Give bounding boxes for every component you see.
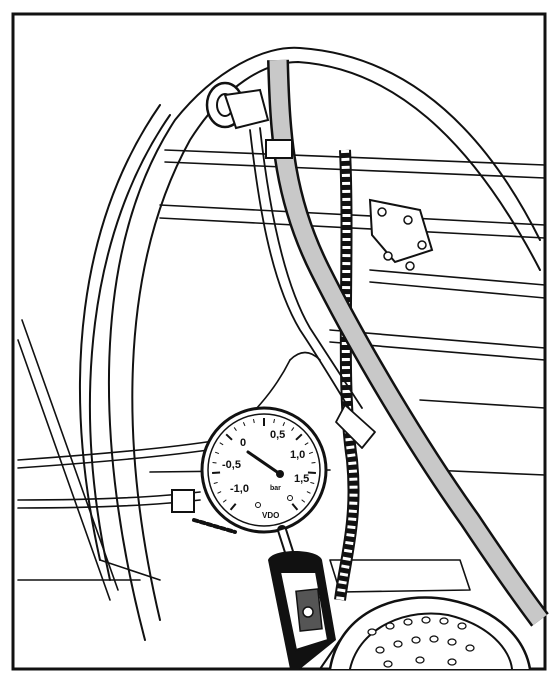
pulley-hole: [375, 646, 385, 654]
gauge-hose: [277, 525, 295, 560]
gauge-tick: [311, 461, 316, 464]
connector: [171, 489, 237, 534]
pliers-pivot: [302, 606, 314, 618]
gauge-needle: [246, 450, 282, 476]
gauge-label-minus-0-5: -0,5: [222, 459, 241, 471]
gauge-tick: [306, 491, 311, 494]
gauge-tick: [291, 503, 299, 511]
bracket-plate: [368, 198, 434, 271]
gauge-tick: [222, 499, 227, 503]
gauge-tick: [295, 433, 303, 441]
gauge-tick: [310, 481, 315, 484]
pulley-hole: [393, 640, 403, 648]
gauge-tick: [308, 451, 314, 455]
gauge-tick: [282, 422, 286, 427]
pulley-hole: [403, 618, 413, 626]
gauge-label-0-5: 0,5: [270, 429, 285, 441]
vacuum-port: [205, 81, 270, 130]
gauge-label-1-0: 1,0: [290, 449, 305, 461]
pulley-hole: [385, 622, 395, 630]
gauge-tick: [213, 481, 218, 484]
gauge-pivot: [276, 470, 284, 478]
gauge-tick: [291, 427, 295, 431]
pulley-hole: [383, 660, 393, 668]
left-frame-lines: [17, 319, 161, 601]
gauge-tick: [273, 418, 276, 424]
vacuum-gauge: 0,5 0 1,0 -0,5 1,5 -1,0 bar VDO: [200, 406, 328, 534]
pulley-hole: [439, 617, 449, 625]
gauge-label-minus-1-0: -1,0: [230, 483, 249, 495]
gauge-tick: [214, 451, 220, 455]
pulley-hole: [457, 622, 467, 630]
hose-clamp-pliers: [268, 551, 341, 670]
pulley: [328, 596, 532, 670]
gauge-tick: [217, 491, 222, 494]
main-hose: [265, 59, 549, 627]
gauge-tick: [212, 461, 217, 464]
pulley-hole: [421, 616, 431, 624]
pulley-hole: [367, 628, 377, 636]
pulley-holes: [367, 616, 475, 668]
pulley-hole: [411, 636, 421, 644]
gauge-tick: [219, 442, 224, 446]
gauge-ticks: [212, 418, 316, 511]
gauge-tick: [252, 418, 255, 424]
pulley-hole: [447, 638, 457, 646]
pulley-hole: [429, 635, 439, 643]
gauge-brand: VDO: [262, 511, 279, 520]
gauge-tick: [301, 499, 306, 503]
gauge-unit: bar: [270, 485, 281, 492]
pulley-hole: [447, 658, 457, 666]
gauge-screw: [255, 502, 261, 508]
gauge-tick: [229, 503, 237, 511]
gauge-tick: [242, 422, 246, 427]
gauge-label-0: 0: [240, 437, 246, 449]
gauge-labels: 0,5 0 1,0 -0,5 1,5 -1,0 bar VDO: [222, 429, 309, 520]
gauge-tick: [225, 433, 233, 441]
gauge-label-1-5: 1,5: [294, 473, 309, 485]
pulley-hole: [415, 656, 425, 664]
test-hose: [249, 127, 376, 449]
gauge-tick: [304, 442, 309, 446]
gauge-tick: [233, 427, 237, 431]
gauge-screw: [287, 495, 293, 501]
pulley-hole: [465, 644, 475, 652]
